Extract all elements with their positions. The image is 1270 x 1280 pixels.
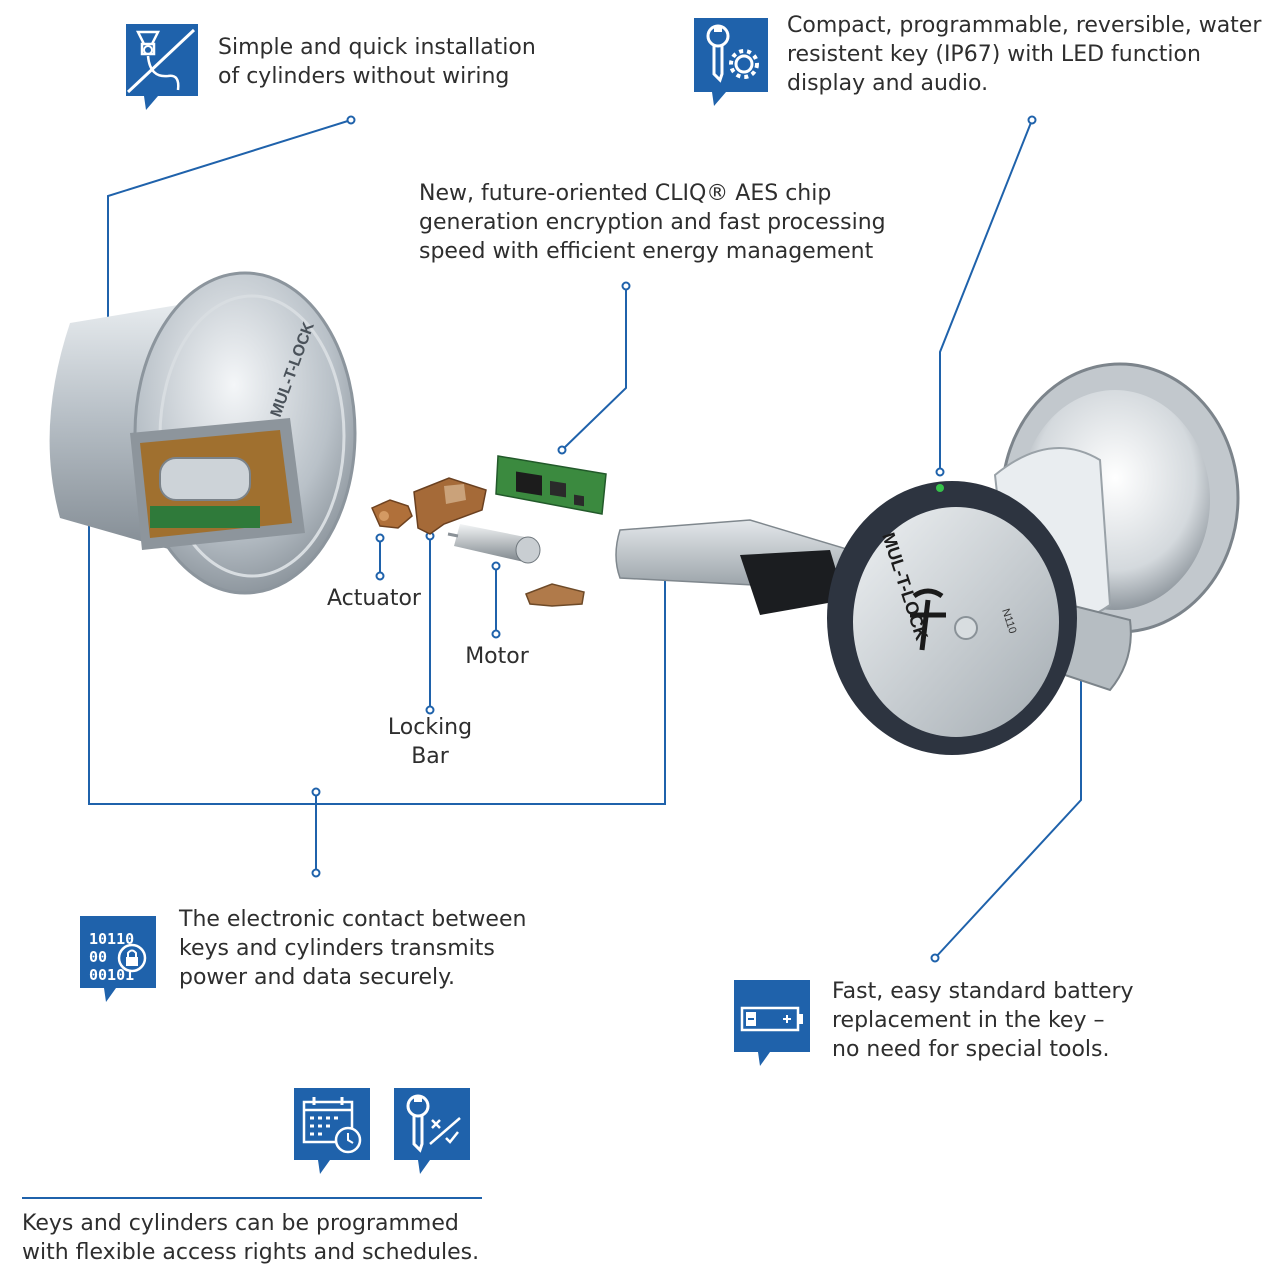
battery-icon: [734, 980, 810, 1066]
feature-installation: Simple and quick installation of cylinde…: [218, 33, 536, 91]
cylinder-illustration: MUL-T-LOCK: [49, 271, 357, 595]
feature-programming-line: with flexible access rights and schedule…: [22, 1240, 480, 1265]
feature-battery-line: Fast, easy standard battery: [832, 979, 1134, 1004]
feature-battery-line: replacement in the key –: [832, 1008, 1105, 1033]
key-permission-icon: [394, 1088, 470, 1174]
label-motor: Motor: [450, 642, 544, 671]
feature-battery: Fast, easy standard battery replacement …: [832, 977, 1134, 1064]
feature-chip-line: New, future-oriented CLIQ® AES chip: [419, 181, 832, 206]
key-illustration: MUL-T-LOCK N110: [615, 362, 1240, 755]
leader-contact: [88, 498, 666, 805]
key-settings-icon: [694, 18, 768, 106]
label-locking-bar-line: Bar: [411, 744, 449, 769]
feature-programming: Keys and cylinders can be programmed wit…: [22, 1209, 479, 1267]
locking-bar-part: [413, 477, 487, 535]
no-wiring-icon: [126, 24, 198, 110]
feature-programming-line: Keys and cylinders can be programmed: [22, 1211, 459, 1236]
binary-line-2: 00: [89, 948, 107, 966]
feature-battery-line: no need for special tools.: [832, 1037, 1110, 1062]
chip-board: [495, 455, 607, 515]
feature-contact: The electronic contact between keys and …: [179, 905, 526, 992]
feature-contact-line: power and data securely.: [179, 965, 456, 990]
small-bracket-part: [525, 583, 585, 607]
feature-key-line: Compact, programmable, reversible, water: [787, 13, 1262, 38]
label-actuator: Actuator: [322, 584, 426, 613]
feature-key-line: display and audio.: [787, 71, 989, 96]
motor-part: [447, 524, 541, 564]
actuator-part: [371, 499, 413, 529]
leader-installation: [107, 119, 352, 356]
feature-installation-line: Simple and quick installation: [218, 35, 536, 60]
feature-key-line: resistent key (IP67) with LED function: [787, 42, 1201, 67]
binary-line-3: 00101: [89, 966, 134, 984]
leader-key: [939, 119, 1033, 472]
binary-lock-icon: 10110 00 00101: [80, 916, 156, 1002]
feature-installation-line: of cylinders without wiring: [218, 64, 510, 89]
calendar-clock-icon: [294, 1088, 370, 1174]
label-locking-bar: Locking Bar: [380, 713, 480, 771]
binary-line-1: 10110: [89, 930, 134, 948]
label-motor-text: Motor: [465, 644, 529, 669]
feature-chip-line: speed with efficient energy management: [419, 239, 874, 264]
label-locking-bar-line: Locking: [387, 715, 473, 740]
feature-key: Compact, programmable, reversible, water…: [787, 11, 1261, 98]
feature-contact-line: keys and cylinders transmits: [179, 936, 495, 961]
label-actuator-text: Actuator: [327, 586, 421, 611]
feature-contact-line: The electronic contact between: [179, 907, 527, 932]
feature-chip-line: generation encryption and fast processin…: [419, 210, 886, 235]
feature-chip: New, future-oriented CLIQ® AES chip gene…: [419, 179, 886, 266]
leader-chip: [561, 286, 627, 451]
